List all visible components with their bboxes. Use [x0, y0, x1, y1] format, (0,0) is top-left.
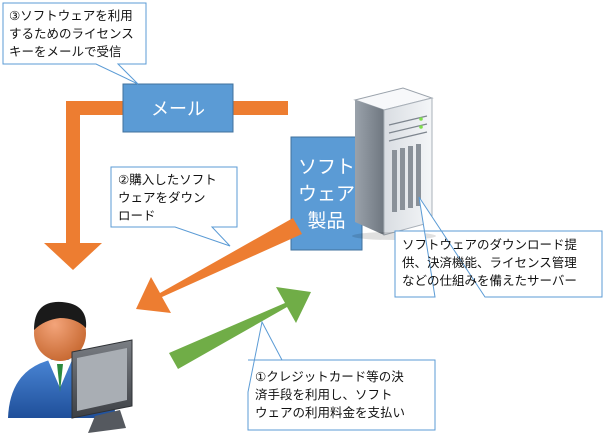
license-email-line-1: ③ソフトウェアを利用: [9, 8, 133, 23]
download-callout: ②購入したソフト ウェアをダウン ロード: [118, 171, 217, 225]
user-at-computer-icon: [8, 301, 133, 433]
payment-line-3: ウェアの利用料金を支払い: [255, 405, 406, 420]
software-product-label: ソフト ウェア 製品: [291, 140, 362, 248]
mail-label: メール: [151, 99, 205, 120]
license-email-callout: ③ソフトウェアを利用 するためのライセンス キーをメールで受信: [9, 7, 134, 61]
server-description-callout: ソフトウェアのダウンロード提 供、決済機能、ライセンス管理 などの仕組みを備えた…: [402, 236, 577, 290]
software-product-line-1: ソフト: [297, 155, 355, 178]
download-arrow: [136, 218, 302, 313]
server-description-line-1: ソフトウェアのダウンロード提: [402, 237, 578, 252]
license-email-line-3: キーをメールで受信: [9, 44, 122, 59]
software-product-line-3: 製品: [307, 209, 346, 232]
download-line-2: ウェアをダウン: [118, 190, 206, 205]
payment-callout: ①クレジットカード等の決 済手段を利用し、ソフト ウェアの利用料金を支払い: [255, 368, 405, 422]
license-email-line-2: するためのライセンス: [9, 26, 134, 41]
payment-line-2: 済手段を利用し、ソフト: [255, 387, 393, 402]
server-description-line-2: 供、決済機能、ライセンス管理: [402, 255, 577, 270]
mail-delivery-arrow: [44, 101, 288, 270]
software-product-line-2: ウェア: [297, 182, 355, 205]
payment-arrow: [169, 287, 311, 369]
mail-arrow-head: [44, 243, 102, 270]
software-product-box: [290, 136, 363, 251]
mail-box: [122, 83, 234, 133]
download-line-1: ②購入したソフト: [118, 172, 217, 187]
payment-line-1: ①クレジットカード等の決: [255, 369, 404, 384]
download-line-3: ロード: [118, 208, 156, 223]
server-description-line-3: などの仕組みを備えたサーバー: [402, 273, 577, 288]
